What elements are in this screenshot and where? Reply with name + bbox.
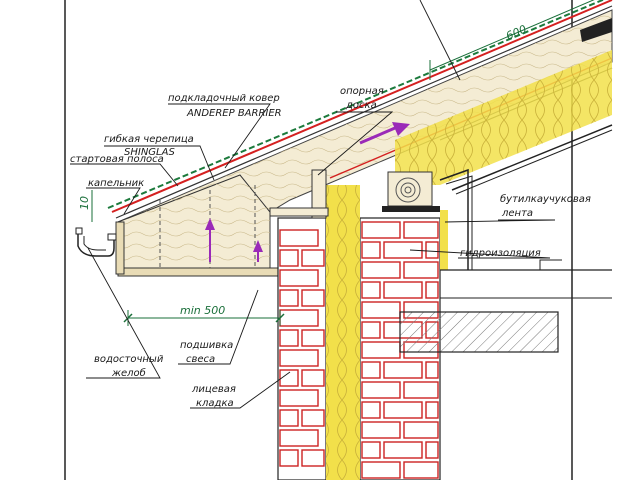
shingles-line [107, 0, 606, 209]
brick [383, 401, 423, 419]
brick [425, 401, 439, 419]
brick [403, 261, 439, 279]
brick [383, 441, 423, 459]
brick [361, 281, 381, 299]
brick [279, 349, 319, 367]
underlay-label: подкладочный ковер [168, 93, 280, 104]
brick [279, 289, 299, 307]
brick [425, 281, 439, 299]
brick [301, 289, 325, 307]
support-board [269, 169, 329, 219]
brick [383, 361, 423, 379]
brick [279, 309, 319, 327]
brick [361, 421, 401, 439]
brick [425, 361, 439, 379]
brick [403, 461, 439, 479]
brick [403, 421, 439, 439]
gutter-label-line1: водосточный [94, 354, 164, 365]
brick [301, 449, 325, 467]
brick [279, 229, 319, 247]
brick [279, 449, 299, 467]
shingles-brand-label: SHINGLAS [124, 147, 175, 158]
brick [383, 241, 423, 259]
brick [361, 401, 381, 419]
brick [361, 441, 381, 459]
brick [301, 249, 325, 267]
butyl-tape-label-line2: лента [501, 208, 533, 219]
soffit-board [117, 267, 279, 277]
brick [361, 221, 401, 239]
brick [403, 381, 439, 399]
brick [301, 329, 325, 347]
butyl-tape-label-line1: бутилкаучуковая [500, 193, 591, 205]
brick [425, 241, 439, 259]
airflow-arrow [359, 126, 396, 145]
top-dimension-text: 600 [504, 23, 528, 43]
wall-insulation [326, 185, 448, 480]
annotations: подкладочный ковер ANDEREP BARRIER гибка… [70, 86, 591, 409]
brick [279, 409, 299, 427]
soffit-label-line1: подшивка [180, 340, 233, 351]
brick [361, 261, 401, 279]
floor-slab [399, 311, 559, 353]
brick [361, 461, 401, 479]
brick [361, 301, 401, 319]
brick [425, 441, 439, 459]
wall-plate-log [382, 171, 440, 212]
drip-edge-label: капельник [88, 178, 144, 189]
brick [383, 281, 423, 299]
brick [361, 341, 401, 359]
dimension-side: 10 [78, 190, 93, 222]
facing-brick-label-line2: кладка [196, 398, 234, 409]
brick [279, 329, 299, 347]
soffit-label-line2: свеса [186, 354, 215, 365]
brick [279, 389, 319, 407]
leader-lines [70, 0, 556, 409]
brick [279, 249, 299, 267]
waterproofing-label: гидроизоляция [460, 248, 541, 259]
brick [361, 241, 381, 259]
starter-strip-label: стартовая полоса [70, 154, 164, 165]
underlay-membrane-line [111, 0, 613, 213]
gutter-label-line2: желоб [111, 367, 146, 379]
brick [279, 429, 319, 447]
facing-brick-label-line1: лицевая [191, 384, 236, 395]
brick [301, 409, 325, 427]
support-board-label-line1: опорная [340, 86, 384, 97]
side-dimension-text: 10 [78, 196, 91, 210]
interior-structure [439, 124, 613, 299]
brick [279, 369, 299, 387]
brick [361, 361, 381, 379]
support-board-label-line2: доска [345, 100, 377, 111]
dimension-overhang: min 500 [123, 304, 285, 326]
overhang-dimension-text: min 500 [180, 304, 225, 317]
brick [279, 269, 319, 287]
eave-box [115, 122, 410, 277]
underlay-brand-label: ANDEREP BARRIER [186, 108, 282, 119]
shingles-label: гибкая черепица [104, 133, 194, 145]
brick [361, 321, 381, 339]
brick [403, 221, 439, 239]
brick [301, 369, 325, 387]
gutter [75, 227, 117, 257]
brick [361, 381, 401, 399]
